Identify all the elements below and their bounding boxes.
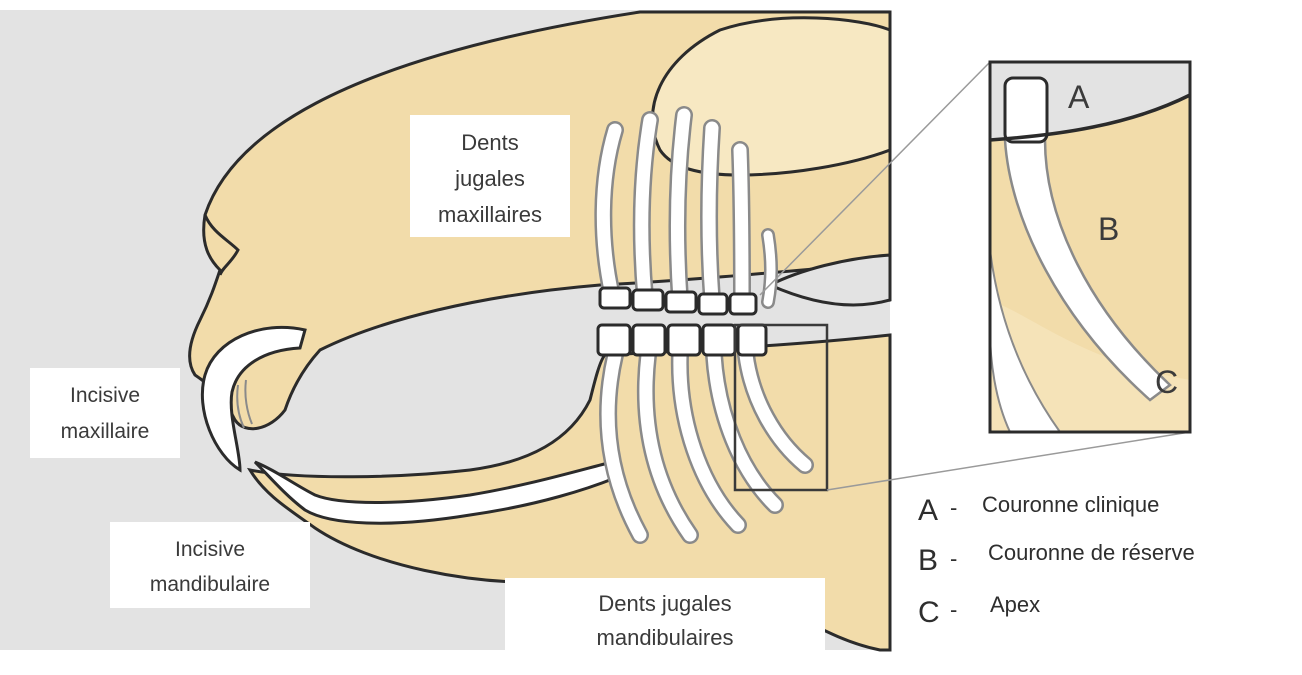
label-line: mandibulaire (150, 573, 270, 596)
legend-item-b: B - Couronne de réserve (918, 540, 1195, 577)
zoom-letter-a: A (1068, 79, 1090, 115)
mandibular-crowns (598, 325, 766, 355)
legend-text: Couronne clinique (982, 492, 1159, 517)
legend-item-c: C - Apex (918, 592, 1040, 629)
legend-separator: - (950, 546, 957, 571)
label-line: mandibulaires (597, 625, 734, 650)
label-line: maxillaire (61, 420, 150, 443)
label-mandibular-cheek-teeth: Dents jugales mandibulaires (505, 578, 825, 658)
label-line: maxillaires (438, 202, 542, 227)
legend-letter: C (918, 596, 940, 629)
zoom-letter-c: C (1155, 364, 1178, 400)
zoom-letter-b: B (1098, 211, 1119, 247)
label-line: Dents (461, 130, 518, 155)
label-line: jugales (454, 166, 525, 191)
label-maxillary-incisor: Incisive maxillaire (30, 368, 180, 458)
legend-letter: B (918, 544, 938, 577)
label-line: Incisive (70, 384, 140, 407)
legend-text: Couronne de réserve (988, 540, 1195, 565)
legend-separator: - (950, 495, 957, 520)
label-maxillary-cheek-teeth: Dents jugales maxillaires (410, 115, 570, 237)
legend-letter: A (918, 494, 938, 527)
legend-item-a: A - Couronne clinique (918, 492, 1159, 527)
label-mandibular-incisor: Incisive mandibulaire (110, 522, 310, 608)
legend-separator: - (950, 597, 957, 622)
label-line: Dents jugales (598, 591, 731, 616)
legend-text: Apex (990, 592, 1040, 617)
legend: A - Couronne clinique B - Couronne de ré… (918, 492, 1195, 629)
label-line: Incisive (175, 538, 245, 561)
